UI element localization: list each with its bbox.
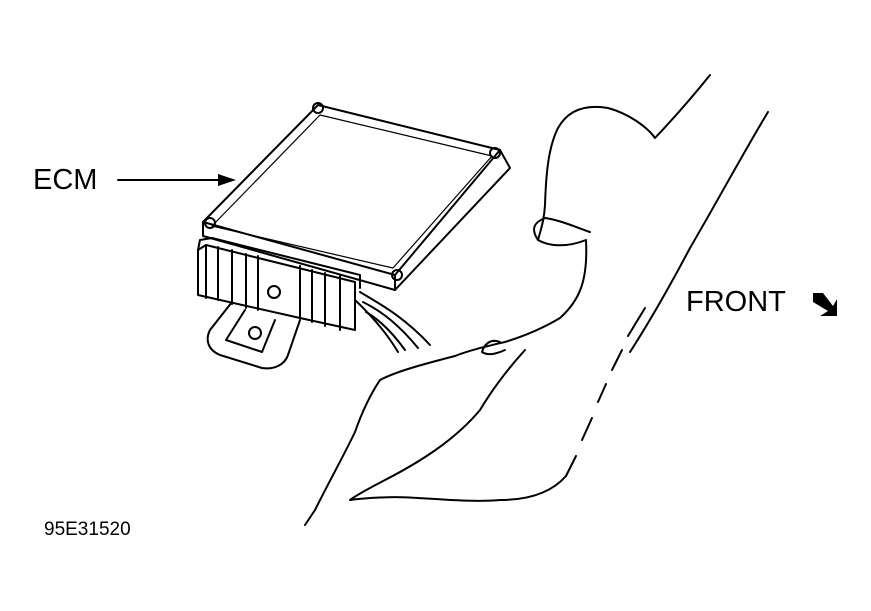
figure-code: 95E31520 — [44, 519, 131, 540]
mounting-bracket — [206, 301, 301, 370]
front-direction-arrow-icon — [813, 293, 837, 316]
ecm-label: ECM — [33, 164, 98, 196]
ecm-connector — [197, 237, 361, 331]
wiring-harness — [354, 291, 431, 353]
body-panel — [304, 74, 769, 526]
ecm-leader-arrow — [117, 174, 236, 186]
front-label: FRONT — [686, 286, 786, 318]
ecm-module — [202, 102, 511, 291]
